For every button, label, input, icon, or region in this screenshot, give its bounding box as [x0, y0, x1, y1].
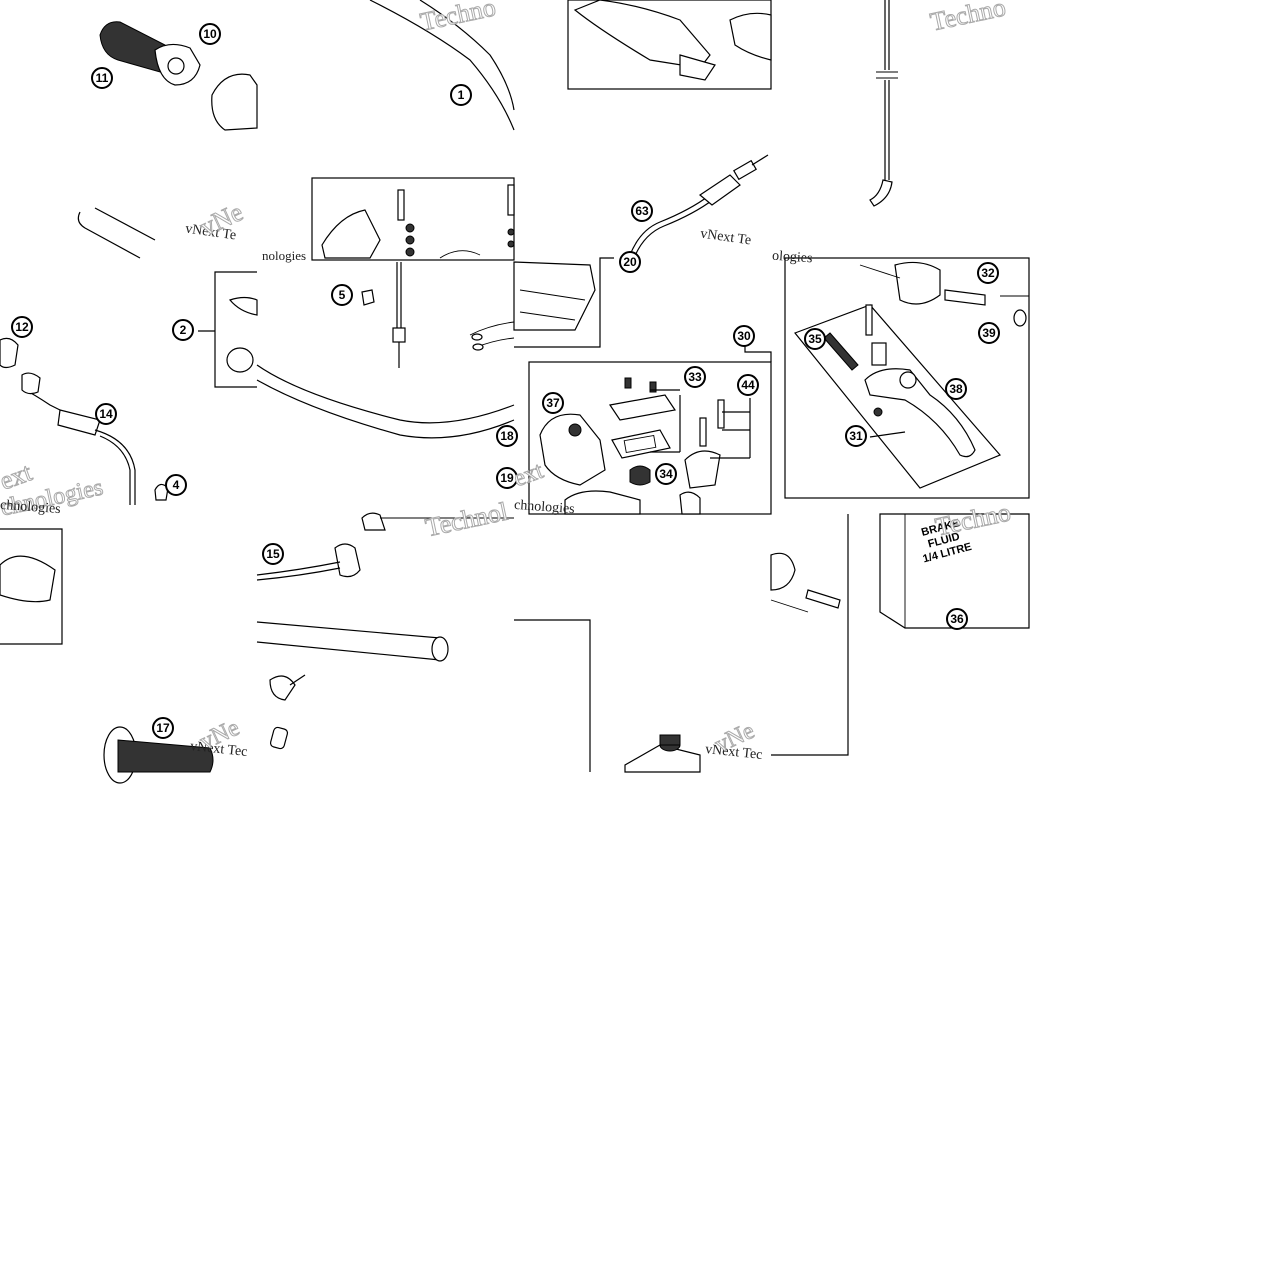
callout-37: 37 [542, 392, 564, 414]
throttle-grip-assembly [99, 21, 258, 131]
hand-guard-20-box [514, 257, 614, 348]
callout-44: 44 [737, 374, 759, 396]
callout-4: 4 [165, 474, 187, 496]
callout-17: 17 [152, 717, 174, 739]
clutch-lever-inset [784, 257, 1030, 499]
callout-36: 36 [946, 608, 968, 630]
hand-guard-kit-inset [311, 177, 515, 261]
callout-20: 20 [619, 251, 641, 273]
kill-switch [256, 512, 514, 581]
callout-14: 14 [95, 403, 117, 425]
callout-15: 15 [262, 543, 284, 565]
reservoir-bracket-line [514, 619, 591, 772]
clutch-cable [869, 0, 898, 207]
clamp-bracket-box [214, 271, 257, 388]
callout-12: 12 [11, 316, 33, 338]
reservoir-cap-parts [770, 514, 849, 756]
reservoir [624, 734, 701, 773]
handlebar-main [256, 364, 515, 439]
left-grip [103, 726, 214, 784]
clutch-lever-cable [0, 337, 169, 505]
grip-tube-left [77, 207, 156, 259]
hand-guard-20 [513, 261, 596, 331]
callout-33: 33 [684, 366, 706, 388]
callout-5: 5 [331, 284, 353, 306]
master-cylinder-parts [539, 377, 751, 515]
hand-guard-kit [321, 184, 515, 259]
callout-63: 63 [631, 200, 653, 222]
callout-39: 39 [978, 322, 1000, 344]
cable-end-fittings [361, 262, 515, 368]
callout-34: 34 [655, 463, 677, 485]
cable-ties [269, 674, 306, 750]
callout-35: 35 [804, 328, 826, 350]
hand-guard-left-inset [0, 528, 63, 645]
callout-38: 38 [945, 378, 967, 400]
handlebar-top [369, 0, 515, 131]
callout-31: 31 [845, 425, 867, 447]
handlebar-tube-lower [256, 621, 449, 662]
throttle-cable [629, 154, 769, 259]
brake-fluid-bottle [879, 513, 1030, 629]
clutch-lever-parts [794, 261, 1029, 489]
callout-1: 1 [450, 84, 472, 106]
master-cylinder-inset [528, 361, 772, 515]
callout-10: 10 [199, 23, 221, 45]
callout-19: 19 [496, 467, 518, 489]
callout-18: 18 [496, 425, 518, 447]
callout-30: 30 [733, 325, 755, 347]
callout-32: 32 [977, 262, 999, 284]
callout-11: 11 [91, 67, 113, 89]
callout-2: 2 [172, 319, 194, 341]
hand-guard-top [573, 0, 772, 81]
